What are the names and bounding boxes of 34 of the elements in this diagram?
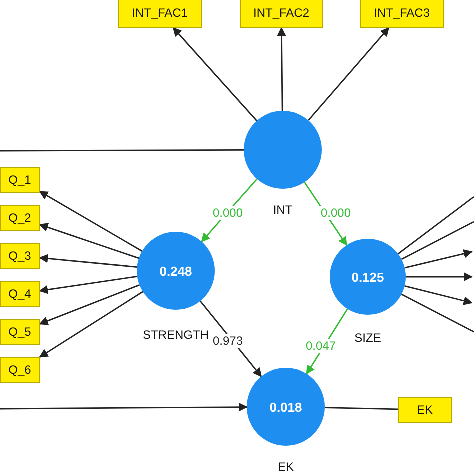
edge-label: 0.973 [212,334,244,348]
construct-name: INT [273,203,293,217]
edge-label: 0.047 [304,339,338,353]
arrow [404,286,473,306]
arrow [172,27,258,122]
arrow [39,254,138,268]
construct-circle: 0.125 [330,239,406,315]
indicator-box: INT_FAC3 [360,0,444,28]
construct-circle: 0.018 [247,368,325,446]
construct-name: EK [278,460,294,474]
indicator-box: EK [398,397,452,423]
indicator-box: Q_4 [0,281,40,307]
arrow [39,291,144,358]
arrow [277,27,286,111]
indicator-box: Q_5 [0,319,40,345]
arrow [39,276,138,294]
arrow [308,27,390,122]
construct-name: STRENGTH [143,328,209,342]
edge-label: 0.000 [212,206,244,220]
indicator-box: INT_FAC1 [118,0,202,28]
construct-name: SIZE [354,331,382,345]
arrow [39,223,140,260]
indicator-box: Q_1 [0,167,40,193]
arrow [39,191,143,252]
indicator-box: Q_3 [0,243,40,269]
indicator-box: Q_6 [0,357,40,383]
indicator-box: INT_FAC2 [240,0,323,28]
arrow [406,272,473,282]
arrow [39,284,140,326]
construct-circle: 0.248 [137,232,215,310]
indicator-box: Q_2 [0,205,40,231]
edge-label: 0.000 [320,206,352,220]
arrow [0,402,248,412]
arrow [404,250,473,269]
